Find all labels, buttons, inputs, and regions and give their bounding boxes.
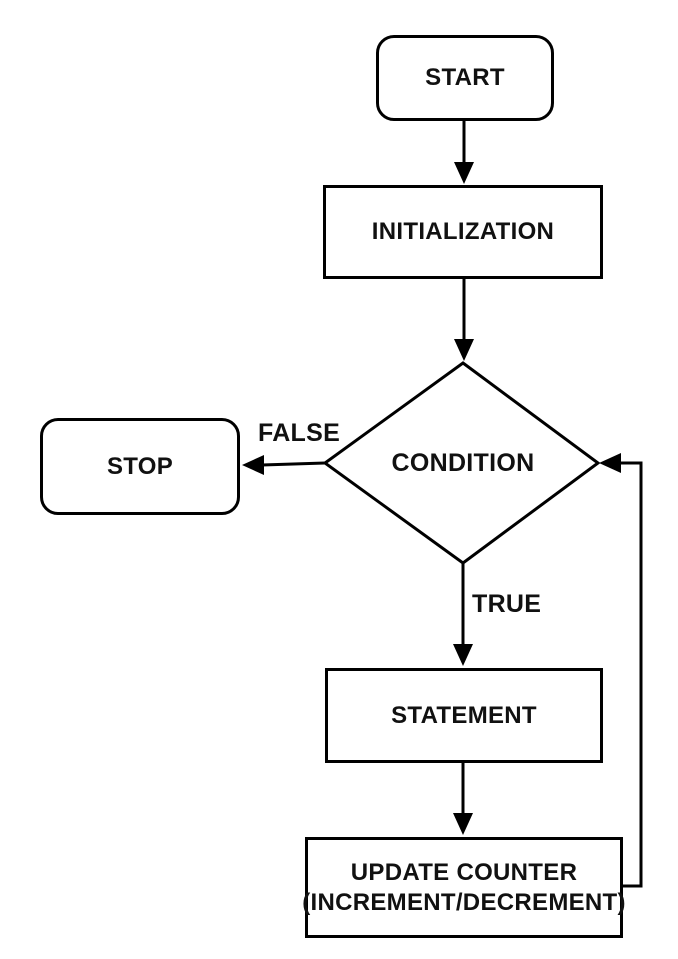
node-stop-label: STOP bbox=[106, 452, 174, 480]
node-start-label: START bbox=[425, 64, 505, 91]
arrow-left-icon bbox=[242, 455, 264, 475]
node-update-counter-label-line1: UPDATE COUNTER bbox=[350, 858, 578, 886]
node-stop: STOP bbox=[40, 418, 240, 515]
arrow-down-icon bbox=[453, 813, 473, 835]
edge-statement-to-update-counter bbox=[453, 763, 473, 835]
edge-line bbox=[261, 461, 326, 467]
node-condition-label: CONDITION bbox=[391, 449, 535, 477]
arrow-left-icon bbox=[599, 453, 621, 473]
arrow-down-icon bbox=[454, 339, 474, 361]
edge-update-counter-loop-to-condition bbox=[599, 453, 643, 888]
edge-label-false: FALSE bbox=[258, 419, 341, 447]
node-statement-label: STATEMENT bbox=[391, 701, 537, 729]
edge-condition-false-to-stop bbox=[242, 455, 326, 475]
node-update-counter: UPDATE COUNTER (INCREMENT/DECREMENT) bbox=[302, 837, 626, 938]
condition-diamond-shape bbox=[322, 361, 601, 565]
edge-condition-true-to-statement bbox=[453, 563, 473, 666]
edge-label-true: TRUE bbox=[472, 590, 542, 618]
edge-line bbox=[621, 461, 643, 888]
node-start: START bbox=[376, 35, 554, 121]
node-statement: STATEMENT bbox=[325, 668, 603, 763]
node-initialization-label: INITIALIZATION bbox=[371, 218, 555, 245]
edge-start-to-initialization bbox=[454, 121, 474, 184]
node-initialization: INITIALIZATION bbox=[323, 185, 603, 279]
arrow-down-icon bbox=[454, 162, 474, 184]
node-update-counter-label-line2: (INCREMENT/DECREMENT) bbox=[302, 888, 626, 916]
arrow-down-icon bbox=[453, 644, 473, 666]
edge-initialization-to-condition bbox=[454, 279, 474, 361]
